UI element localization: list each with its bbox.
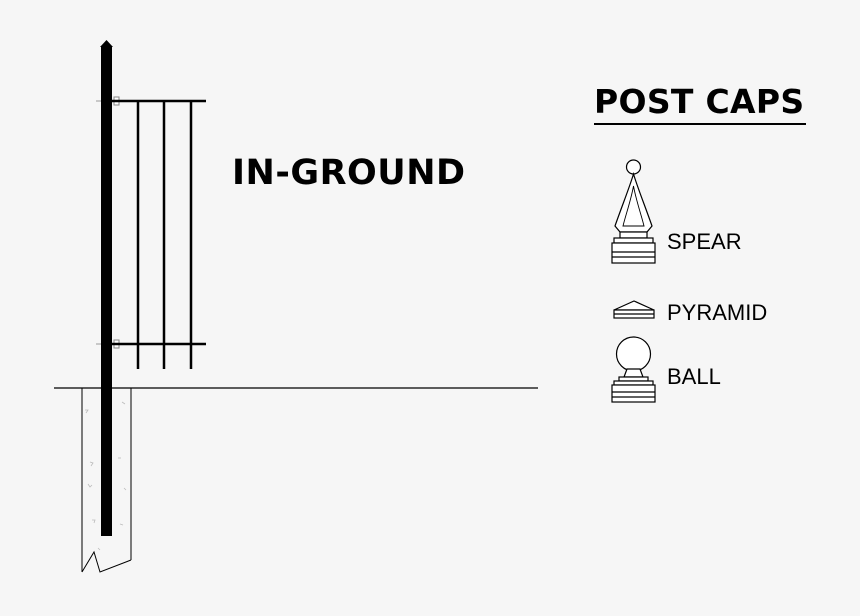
- fence-post: [100, 40, 113, 536]
- post-caps-underline: [594, 123, 806, 125]
- install-type-heading: IN-GROUND: [232, 153, 466, 193]
- fence-panel: [112, 99, 206, 369]
- spear-cap-icon: [611, 159, 656, 264]
- spear-cap-label: SPEAR: [667, 229, 742, 254]
- concrete-footing: [81, 388, 132, 573]
- pyramid-cap-label: PYRAMID: [667, 300, 768, 325]
- ball-cap-label: BALL: [667, 364, 721, 389]
- pyramid-cap-icon: [613, 300, 655, 319]
- ball-cap-icon: [611, 336, 656, 403]
- post-caps-title: POST CAPS: [594, 82, 805, 121]
